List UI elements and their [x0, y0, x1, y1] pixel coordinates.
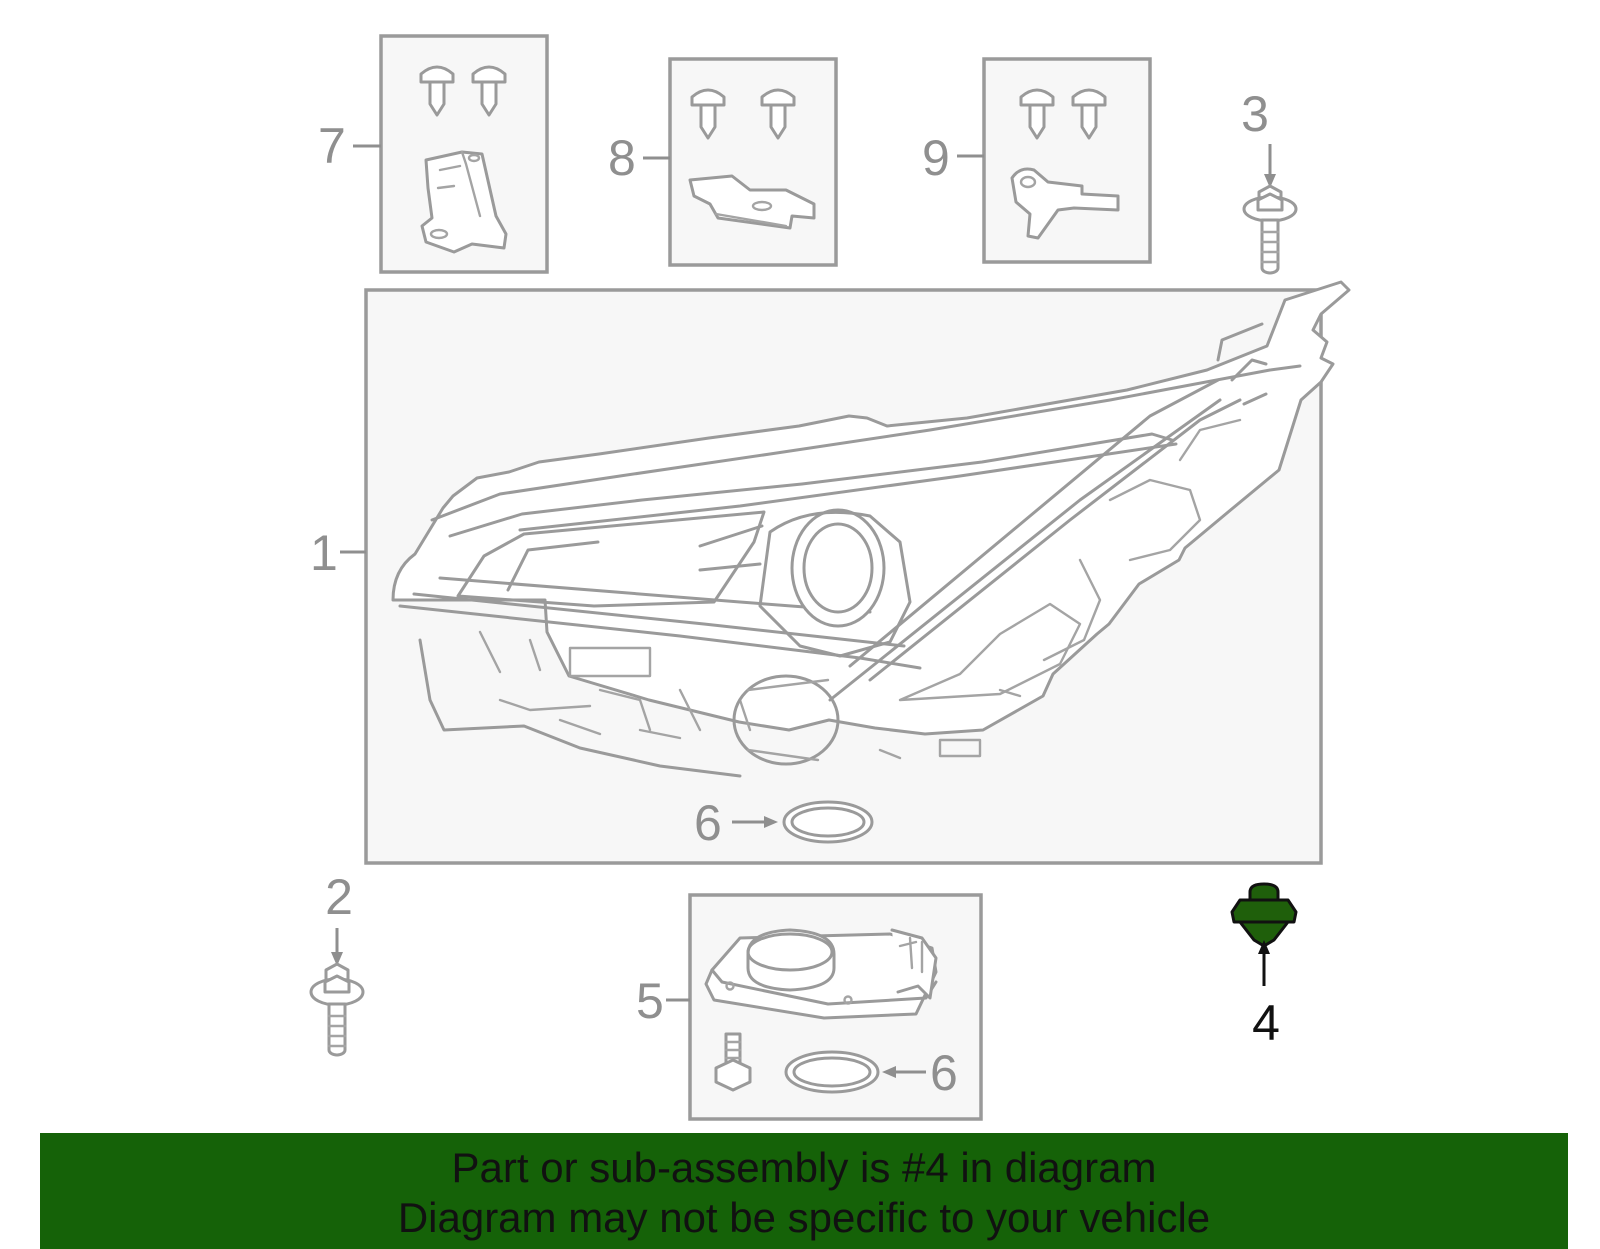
banner-line-1: Part or sub-assembly is #4 in diagram — [451, 1144, 1157, 1191]
arrow-down-icon — [1264, 144, 1276, 188]
flange-bolt-2[interactable] — [309, 962, 365, 1057]
info-banner: Part or sub-assembly is #4 in diagram Di… — [40, 1133, 1568, 1249]
banner-background — [40, 1133, 1568, 1249]
highlighted-clip-4[interactable] — [1230, 882, 1298, 948]
arrow-right-icon — [732, 816, 778, 828]
callout-6-upper-label: 6 — [694, 795, 722, 851]
screw-icon — [471, 65, 507, 117]
ballast-module-box[interactable]: 6 — [688, 893, 983, 1121]
gasket-6-upper[interactable] — [782, 800, 874, 844]
screw-icon — [760, 88, 796, 140]
screw-icon — [419, 65, 455, 117]
callout-4-label: 4 — [1252, 995, 1280, 1051]
arrow-down-icon — [331, 928, 343, 966]
headlamp-icon — [391, 280, 1351, 778]
flange-bolt-3[interactable] — [1242, 184, 1298, 275]
bracket-9-icon — [1010, 167, 1120, 240]
callout-5-label: 5 — [636, 973, 664, 1029]
callout-2-label: 2 — [325, 869, 353, 925]
callout-8-label: 8 — [608, 130, 636, 186]
arrow-left-icon — [882, 1066, 926, 1078]
banner-line-2: Diagram may not be specific to your vehi… — [397, 1194, 1211, 1241]
headlamp-assembly-box[interactable]: 6 — [364, 280, 1351, 865]
screw-icon — [1071, 88, 1107, 140]
gasket-6-lower[interactable] — [784, 1050, 880, 1094]
callout-7-label: 7 — [318, 118, 346, 174]
screw-icon — [1019, 88, 1055, 140]
bracket-kit-9[interactable] — [982, 57, 1152, 264]
callout-6-lower-label: 6 — [930, 1045, 958, 1101]
callout-3-label: 3 — [1241, 86, 1269, 142]
callout-1-label: 1 — [310, 525, 338, 581]
bracket-8-icon — [688, 174, 816, 230]
bracket-kit-8[interactable] — [668, 57, 838, 267]
small-bolt-icon — [714, 1032, 752, 1092]
bracket-7-icon — [420, 150, 508, 254]
bracket-kit-7[interactable] — [379, 34, 549, 274]
screw-icon — [690, 88, 726, 140]
ballast-icon — [704, 928, 938, 1020]
arrow-up-icon — [1258, 940, 1270, 986]
callout-9-label: 9 — [922, 130, 950, 186]
